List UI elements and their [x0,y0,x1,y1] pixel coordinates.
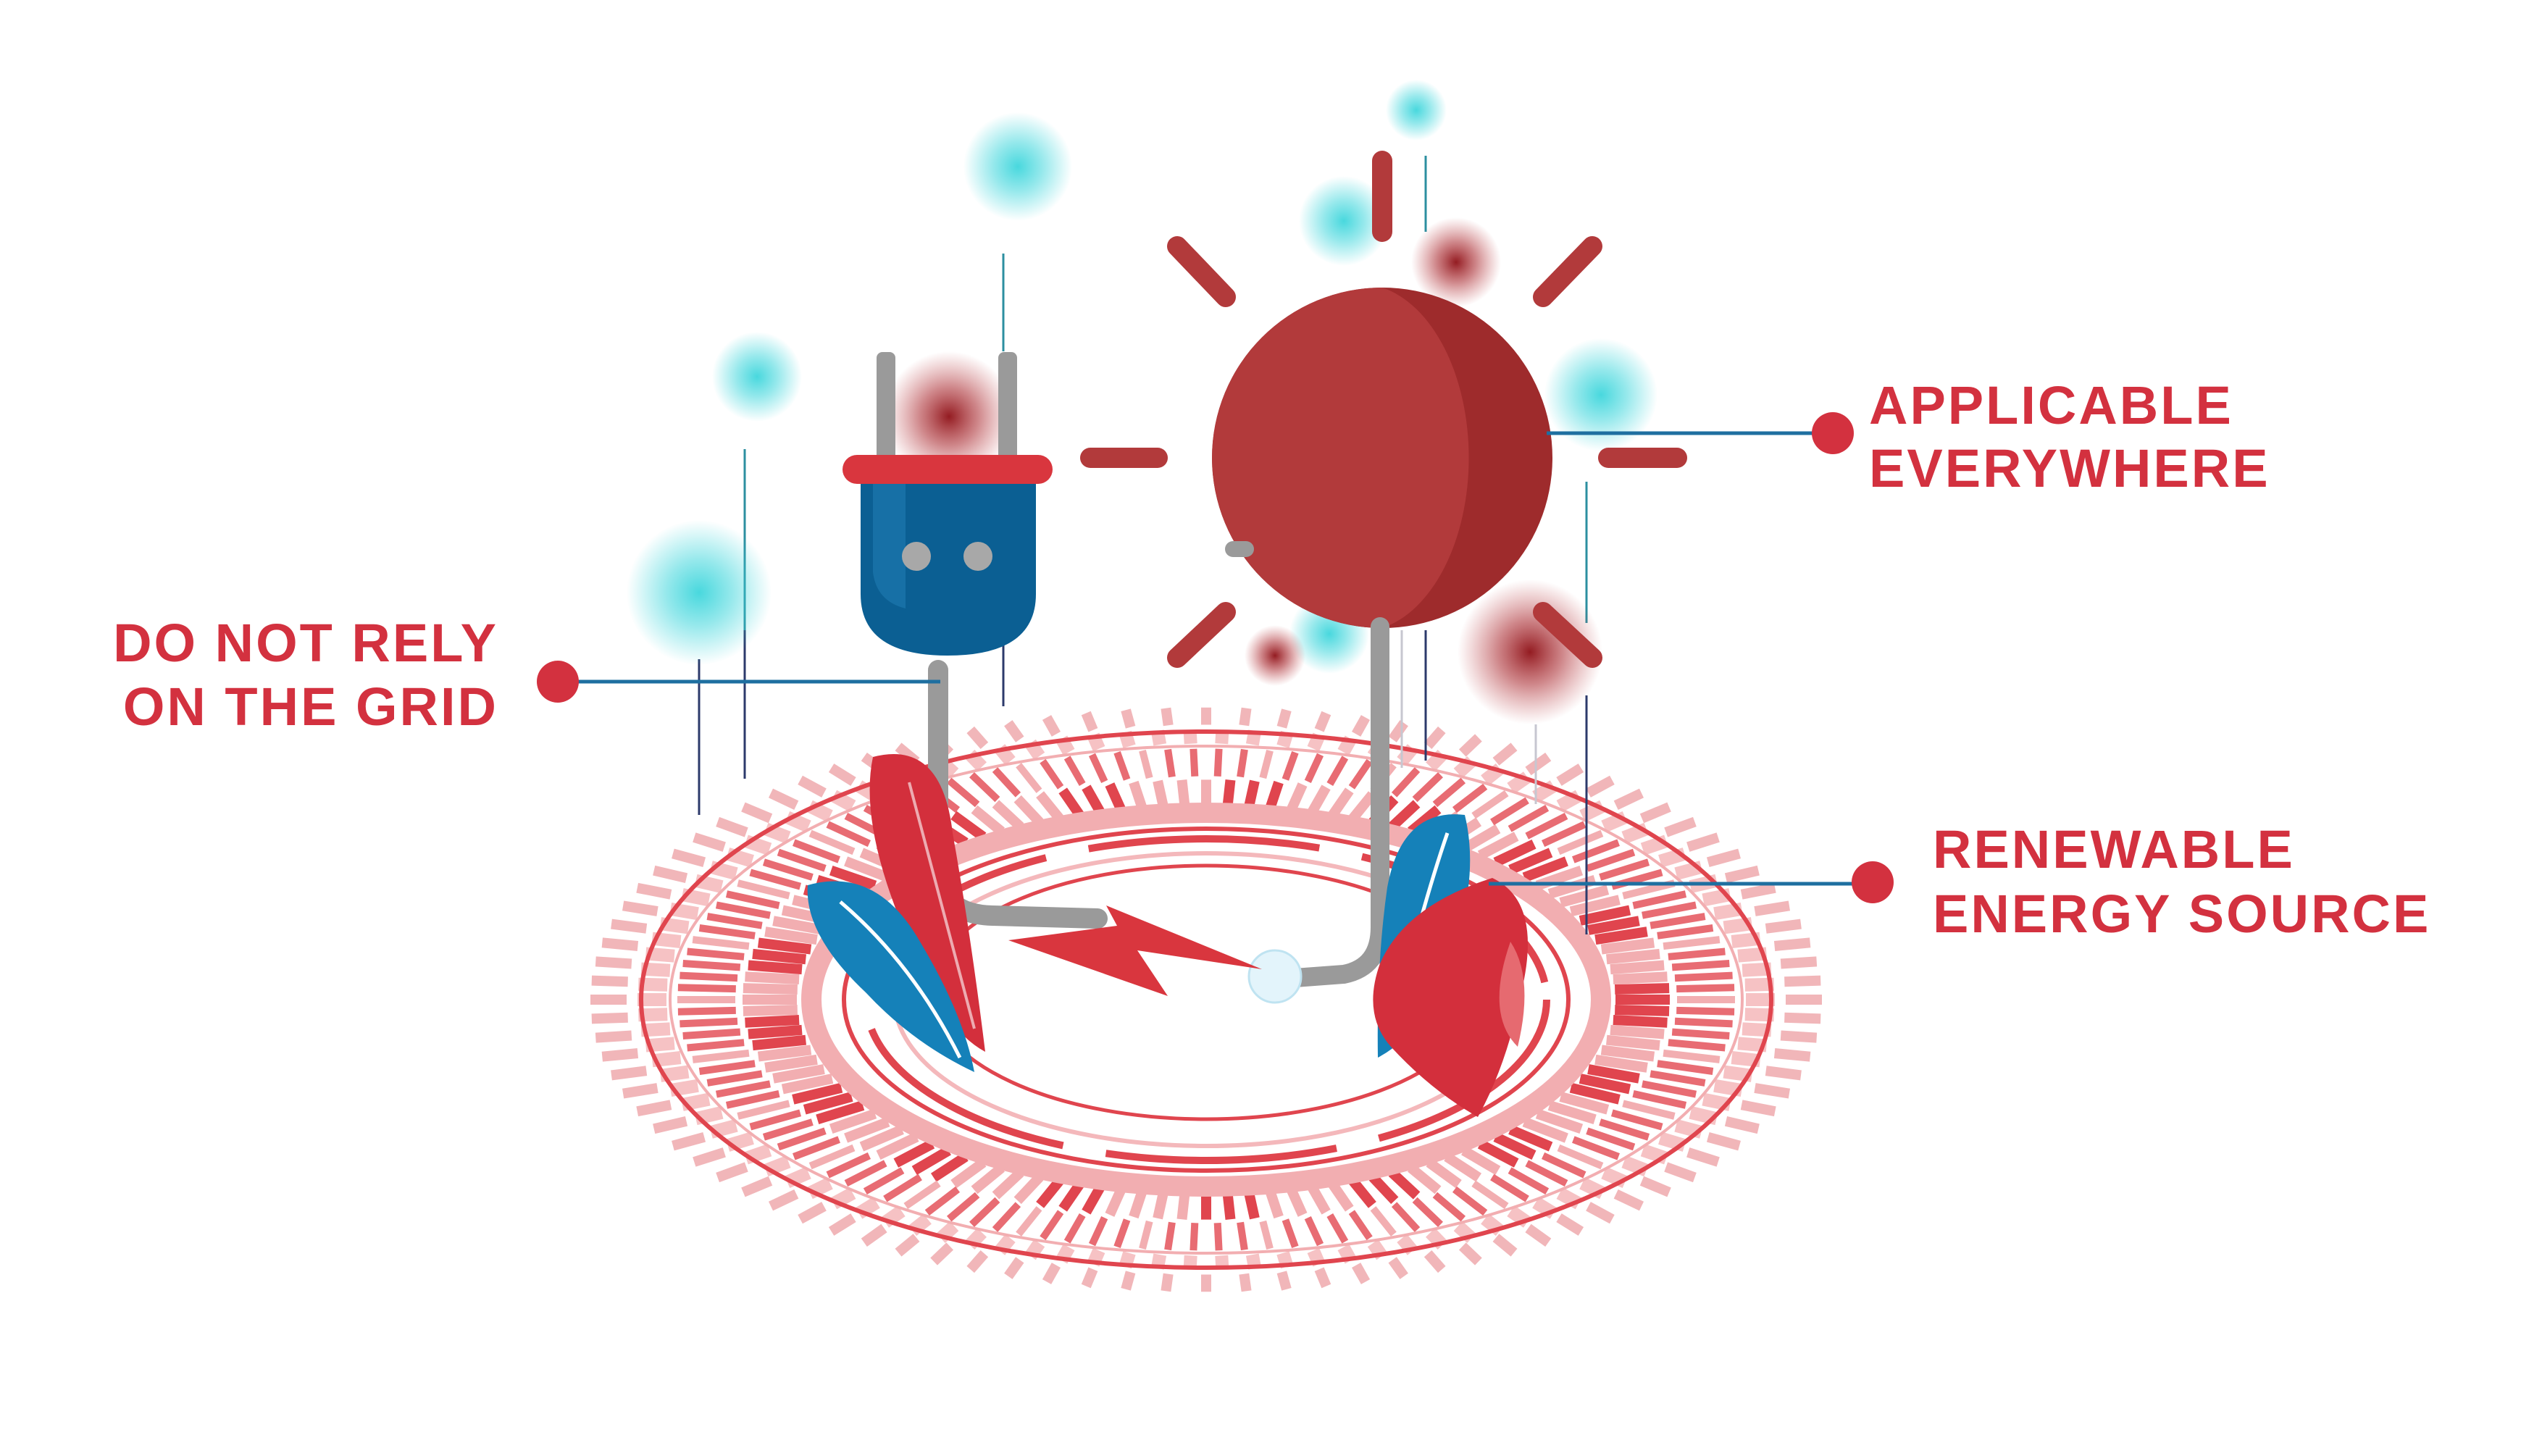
sun-cable [1225,541,1389,1004]
power-plug-icon [843,352,1108,929]
everywhere-callout-dot [1812,412,1854,454]
leaf-icon [807,753,1528,1117]
label-everywhere: APPLICABLE EVERYWHERE [1869,375,2270,498]
grid-callout-dot [537,661,579,703]
sun-icon [1080,151,1687,668]
label-grid-line2: ON THE GRID [123,677,498,737]
label-renewable: RENEWABLE ENERGY SOURCE [1933,819,2430,944]
label-everywhere-line2: EVERYWHERE [1869,438,2270,498]
energy-ring-platform [590,707,1822,1292]
label-grid-line1: DO NOT RELY [113,613,498,673]
label-grid: DO NOT RELY ON THE GRID [113,613,498,737]
callout-leaders [572,431,1858,886]
label-renewable-line1: RENEWABLE [1933,819,2295,879]
renewable-callout-dot [1852,861,1894,903]
label-renewable-line2: ENERGY SOURCE [1933,884,2430,944]
glow-particles [627,80,1657,724]
lightning-bolt-icon [1008,905,1262,996]
label-everywhere-line1: APPLICABLE [1869,375,2233,435]
